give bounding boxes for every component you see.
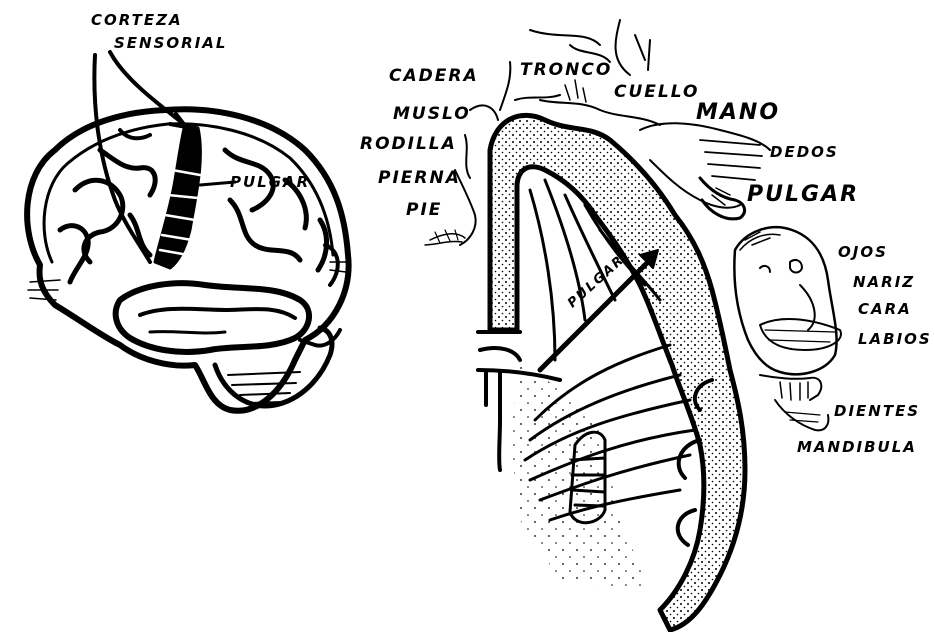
label-pulgar-homunculus: PULGAR <box>747 182 859 207</box>
label-mandibula: MANDIBULA <box>797 438 917 456</box>
label-nariz: NARIZ <box>853 273 915 291</box>
label-pulgar-lateral: PULGAR <box>230 173 310 191</box>
label-muslo: MUSLO <box>393 104 471 124</box>
label-labios: LABIOS <box>858 330 932 348</box>
label-cara: CARA <box>858 300 912 318</box>
label-rodilla: RODILLA <box>360 134 457 154</box>
label-corteza: CORTEZA <box>91 11 183 29</box>
label-cadera: CADERA <box>389 66 479 86</box>
label-sensorial: SENSORIAL <box>114 34 227 52</box>
label-dedos: DEDOS <box>770 143 839 161</box>
brain-coronal-section <box>478 115 745 630</box>
label-cuello: CUELLO <box>614 82 699 102</box>
label-dientes: DIENTES <box>834 402 920 420</box>
label-pierna: PIERNA <box>378 168 461 188</box>
label-pie: PIE <box>406 200 442 220</box>
label-mano: MANO <box>696 100 780 125</box>
label-tronco: TRONCO <box>520 60 612 80</box>
brain-lateral <box>27 109 348 411</box>
label-ojos: OJOS <box>838 243 888 261</box>
